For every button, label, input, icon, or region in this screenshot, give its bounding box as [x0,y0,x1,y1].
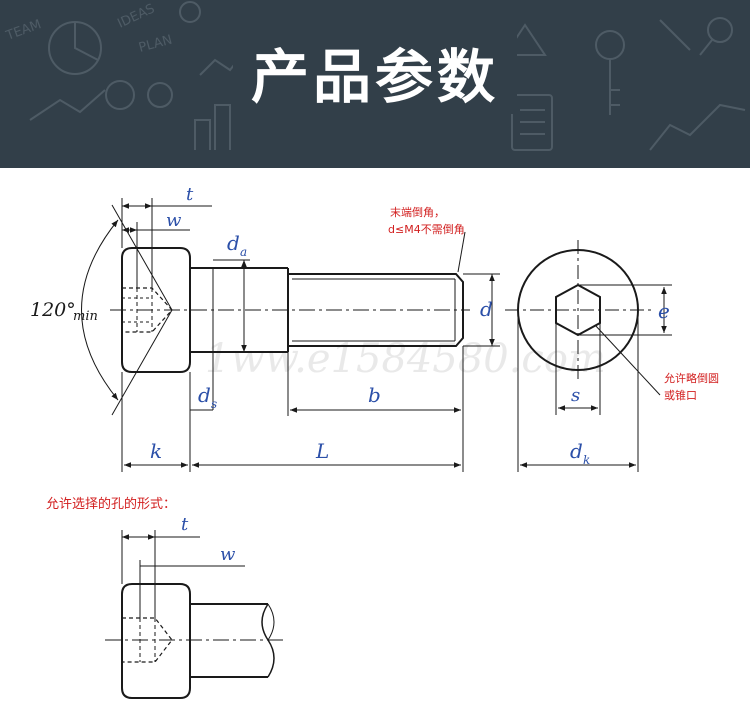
header-banner: TEAM IDEAS PLAN 产品参数 [0,0,750,168]
ds-label: d [198,383,211,407]
ds-subscript: s [211,397,217,411]
t2-label: t [181,514,189,535]
w2-label: w [220,544,236,565]
b-dimension [287,346,464,416]
page-title: 产品参数 [0,30,750,114]
pie-slice-doodle [74,22,99,61]
screw-shank [190,267,288,353]
magnifier-doodle-icon [707,17,733,43]
b-label: b [368,383,381,407]
screw-side-view [110,247,470,373]
alternate-hole-form [105,530,285,699]
chamfer-leader [457,231,466,273]
e-dimension [578,284,672,336]
k-label: k [150,439,162,463]
k-L-dimensions [121,372,464,472]
ds-dimension [190,352,214,411]
hex-note-line2: 或锥口 [664,389,697,402]
angle-min-label: min [73,309,98,324]
t-label: t [186,184,194,205]
euro-doodle-icon [179,1,201,23]
trend-doodle-icon [29,89,106,121]
chamfer-note-line1: 末端倒角， [390,205,445,219]
da-subscript: a [240,245,247,259]
hex-note-leader [594,324,661,396]
e-label: e [658,299,670,323]
bar-doodle-icon [194,104,231,150]
mountain-chart-doodle-icon [649,103,746,151]
screw-dimension-diagram: 1ww.e1584580.com 120° min t w [30,184,719,699]
angle-label: 120° [30,299,76,321]
doodle-word-ideas: IDEAS [115,1,157,31]
da-label: d [227,231,240,255]
w-label: w [166,210,182,231]
hole-form-note: 允许选择的孔的形式： [46,496,176,512]
node-doodle-icon [105,80,135,110]
wrench-doodle-icon [659,19,691,51]
t-w-dimensions [121,198,212,288]
angle-dimension [81,204,173,416]
chamfer-note-line2: d≤M4不需倒角 [388,223,465,236]
dk-label: d [570,439,583,463]
dk-dimension [517,310,639,472]
watermark: 1ww.e1584580.com [205,336,606,382]
screw-head [121,247,191,373]
d-dimension [463,273,500,347]
dk-subscript: k [583,453,590,467]
page-title-text: 产品参数 [232,30,517,114]
hex-note-line1: 允许略倒圆 [664,371,719,385]
L-label: L [315,439,329,463]
da-dimension [213,259,250,352]
d-label: d [480,297,493,321]
s-dimension [555,323,601,415]
clipboard-doodle-icon [511,94,553,151]
s-label: s [571,385,580,406]
